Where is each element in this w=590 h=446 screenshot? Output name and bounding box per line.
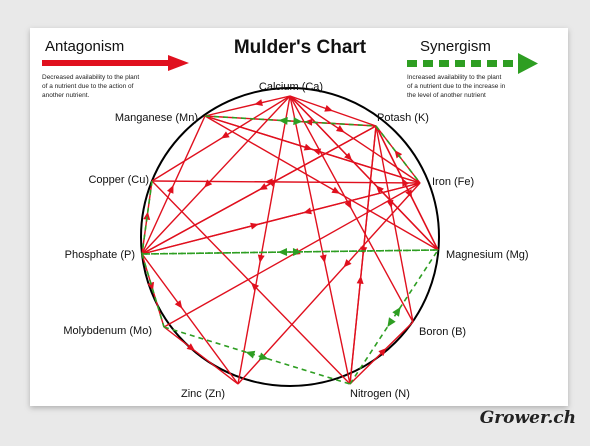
antagonism-line — [349, 125, 377, 385]
synergism-arrowhead — [293, 117, 303, 126]
antagonism-arrowhead — [269, 179, 278, 187]
brand-logo: Grower.ch — [480, 408, 576, 428]
label-copper: Copper (Cu) — [88, 174, 149, 186]
antagonism-arrowhead — [166, 185, 174, 194]
label-manganese: Manganese (Mn) — [115, 112, 198, 124]
synergism-line — [141, 180, 153, 255]
synergism-line — [204, 115, 377, 127]
antagonism-arrowhead — [174, 300, 183, 309]
label-molybdenum: Molybdenum (Mo) — [63, 325, 152, 337]
antagonism-arrowhead — [343, 259, 352, 268]
label-potash: Potash (K) — [377, 112, 429, 124]
synergism-title: Synergism — [420, 38, 491, 55]
synergism-desc-2: of a nutrient due to the increase in — [407, 83, 506, 90]
nutrient-circle — [140, 87, 440, 387]
antagonism-arrowhead — [221, 131, 230, 139]
antagonism-line — [151, 180, 421, 184]
synergism-arrowhead — [258, 352, 269, 361]
antagonism-line — [141, 125, 377, 255]
label-magnesium: Magnesium (Mg) — [446, 249, 529, 261]
synergism-arrowhead — [245, 350, 256, 359]
antagonism-arrowhead — [331, 186, 341, 194]
synergism-arrowhead — [392, 306, 401, 317]
antagonism-arrowhead — [303, 143, 313, 151]
antagonism-arrowhead — [204, 179, 213, 188]
antagonism-arrowhead — [186, 343, 196, 351]
synergism-line — [141, 253, 165, 328]
synergism-line — [375, 125, 421, 184]
antagonism-arrowhead — [336, 125, 345, 133]
synergism-line — [141, 249, 439, 255]
interaction-lines — [141, 95, 439, 385]
antagonism-line — [237, 182, 421, 385]
label-phosphate: Phosphate (P) — [65, 249, 135, 261]
antagonism-desc-3: another nutrient. — [42, 92, 90, 99]
antagonism-line — [163, 326, 239, 385]
legend-antagonism: Antagonism Decreased availability to the… — [42, 38, 189, 99]
antagonism-line — [237, 95, 291, 385]
synergism-arrow-icon — [407, 53, 538, 74]
antagonism-arrowhead — [378, 348, 387, 357]
antagonism-arrowhead — [254, 99, 263, 106]
antagonism-desc-2: of a nutrient due to the action of — [42, 83, 134, 90]
antagonism-arrowhead — [257, 254, 265, 264]
synergism-desc-1: Increased availability to the plant — [407, 74, 502, 81]
antagonism-line — [204, 115, 439, 251]
antagonism-arrowhead — [402, 178, 409, 187]
antagonism-line — [375, 125, 414, 323]
antagonism-arrowhead — [324, 105, 333, 112]
antagonism-arrowhead — [143, 211, 151, 221]
antagonism-line — [141, 253, 239, 385]
antagonism-line — [204, 95, 291, 117]
synergism-desc-3: the level of another nutrient — [407, 92, 486, 99]
antagonism-desc-1: Decreased availability to the plant — [42, 74, 139, 81]
antagonism-arrowhead — [344, 200, 352, 209]
label-boron: Boron (B) — [419, 326, 466, 338]
antagonism-arrow-icon — [42, 55, 189, 71]
antagonism-arrowhead — [251, 282, 260, 291]
antagonism-line — [141, 95, 291, 255]
antagonism-arrowhead — [356, 275, 364, 284]
label-zinc: Zinc (Zn) — [181, 388, 225, 400]
label-nitrogen: Nitrogen (N) — [350, 388, 410, 400]
antagonism-arrowhead — [375, 185, 384, 194]
label-iron: Iron (Fe) — [432, 176, 474, 188]
synergism-arrowhead — [278, 116, 288, 125]
antagonism-arrowhead — [319, 254, 327, 264]
paper-card — [30, 28, 568, 406]
synergism-arrowhead — [387, 317, 396, 328]
antagonism-arrowhead — [394, 149, 403, 159]
antagonism-line — [289, 95, 421, 184]
antagonism-line — [375, 125, 439, 251]
synergism-line — [163, 326, 351, 385]
antagonism-arrowhead — [250, 222, 259, 230]
antagonism-title: Antagonism — [45, 38, 124, 55]
antagonism-arrowhead — [147, 281, 155, 291]
chart-title: Mulder's Chart — [234, 37, 367, 58]
antagonism-line — [141, 182, 421, 255]
label-calcium: Calcium (Ca) — [259, 81, 323, 93]
synergism-arrowhead — [292, 247, 302, 256]
legend-synergism: Synergism Increased availability to the … — [407, 38, 538, 99]
